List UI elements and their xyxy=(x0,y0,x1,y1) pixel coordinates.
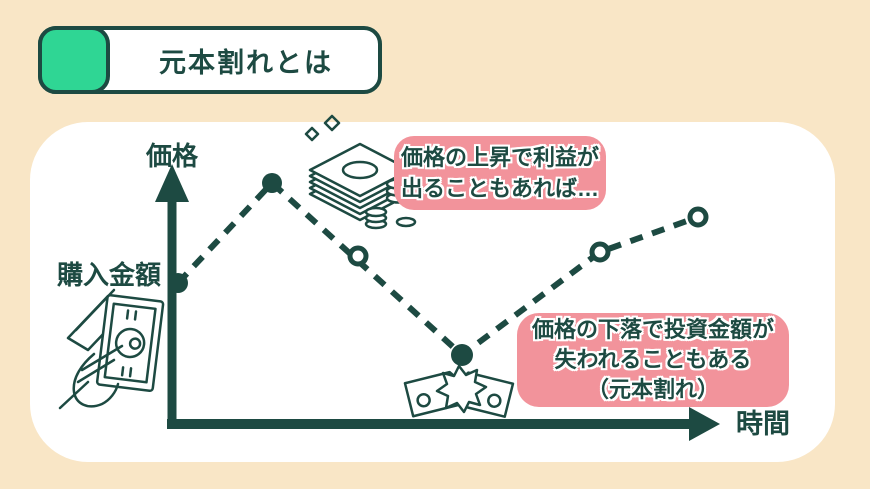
data-point-open xyxy=(687,206,709,228)
data-point-filled xyxy=(262,173,282,193)
torn-bill-icon xyxy=(403,364,515,418)
purchase-amount-label: 購入金額 xyxy=(57,260,162,290)
money-stack-with-coins-icon xyxy=(304,114,417,230)
page-title: 元本割れとは xyxy=(159,47,333,78)
data-point-open xyxy=(347,245,369,267)
axes xyxy=(155,164,720,441)
callout-gain: 価格の上昇で利益が 出ることもあれば… xyxy=(394,136,606,210)
data-point-filled xyxy=(168,273,188,293)
y-axis-label: 価格 xyxy=(146,141,199,171)
x-axis-arrow-icon xyxy=(689,407,720,441)
data-point-filled xyxy=(451,344,473,366)
hand-holding-bills-icon xyxy=(58,288,165,410)
y-axis-arrow-icon xyxy=(155,164,189,202)
x-axis-label: 時間 xyxy=(736,409,790,439)
title-badge: 元本割れとは xyxy=(38,26,382,94)
title-accent-square xyxy=(38,26,110,94)
callout-loss: 価格の下落で投資金額が 失われることもある （元本割れ） xyxy=(517,313,789,407)
data-point-open xyxy=(589,241,611,263)
data-points xyxy=(168,173,709,366)
